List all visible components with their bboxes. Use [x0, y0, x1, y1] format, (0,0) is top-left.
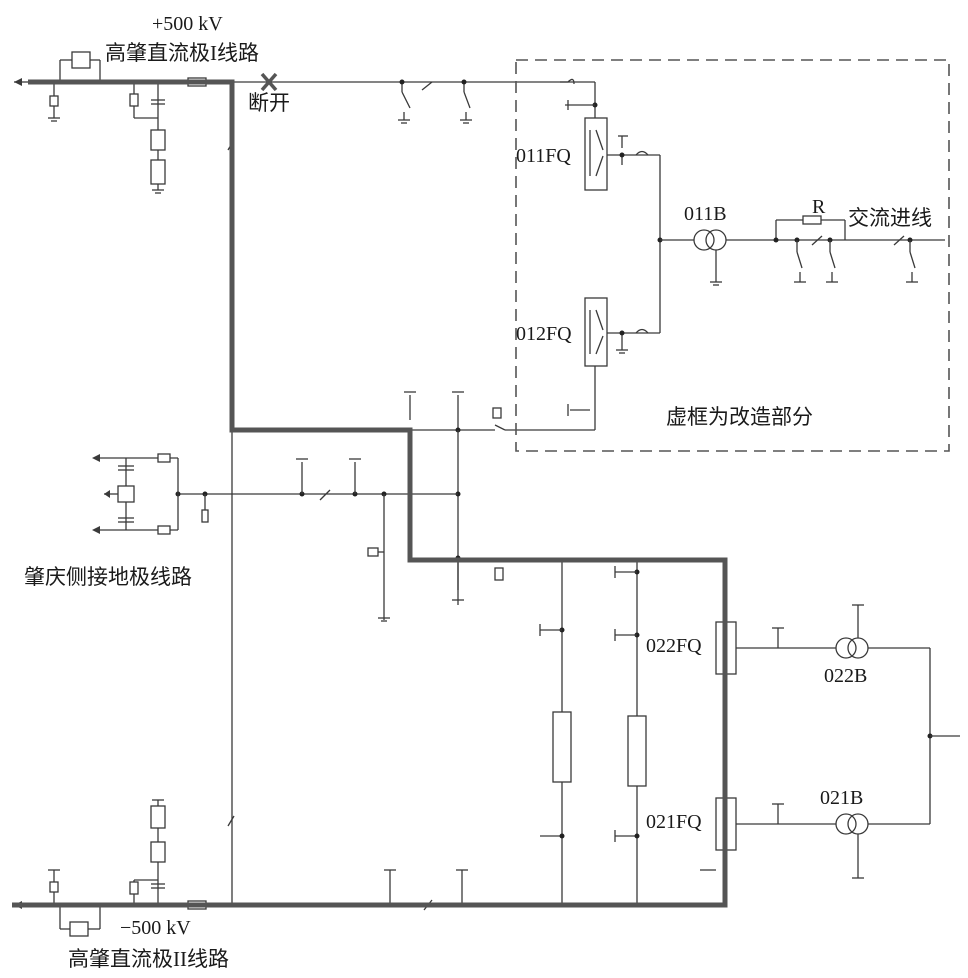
valve-022fq-label: 022FQ: [646, 635, 702, 657]
thin-wiring: [14, 51, 960, 937]
neg-voltage-label: −500 kV: [120, 917, 191, 939]
pos-voltage-label: +500 kV: [152, 13, 223, 35]
valve-021fq-label: 021FQ: [646, 811, 702, 833]
pole1-line-label: 高肇直流极I线路: [105, 41, 259, 65]
transformer-022b-label: 022B: [824, 665, 867, 687]
highlighted-current-path: [12, 79, 728, 908]
transformer-021b-label: 021B: [820, 787, 863, 809]
valve-011fq-label: 011FQ: [516, 145, 571, 167]
ground-electrode-line-label: 肇庆侧接地极线路: [24, 565, 192, 589]
modified-area-boundary: [515, 59, 950, 452]
valve-012fq-label: 012FQ: [516, 323, 572, 345]
modified-area-label: 虚框为改造部分: [666, 405, 813, 429]
break-mark-icon: [260, 72, 278, 92]
ac-incoming-label: 交流进线: [848, 206, 932, 230]
pole2-line-label: 高肇直流极II线路: [68, 947, 229, 971]
transformer-011b-label: 011B: [684, 203, 727, 225]
resistor-r-label: R: [812, 196, 826, 218]
disconnect-label: 断开: [248, 91, 290, 115]
